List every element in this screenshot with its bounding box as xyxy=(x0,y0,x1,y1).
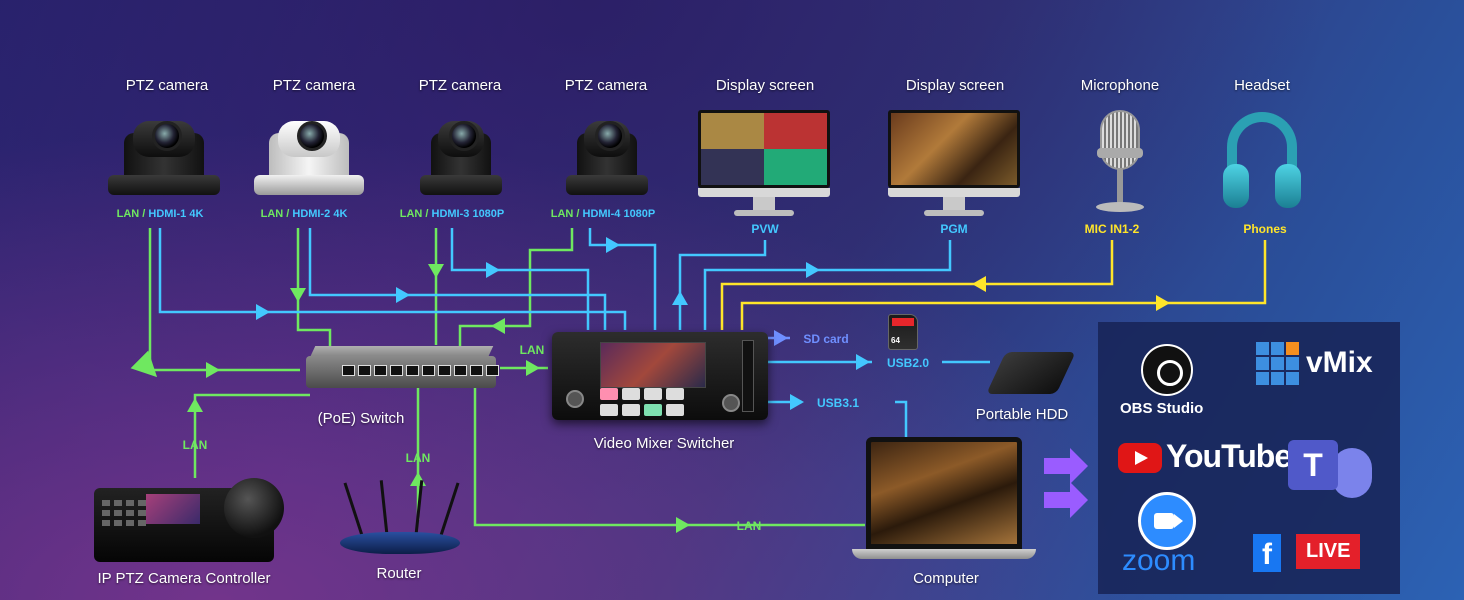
arrow-usb2 xyxy=(856,354,870,370)
zoom-label: zoom xyxy=(1122,544,1196,577)
computer-icon xyxy=(852,437,1036,563)
usb2-label: USB2.0 xyxy=(886,356,930,370)
mic-port-label: MIC IN1-2 xyxy=(1084,222,1140,236)
ptz-camera-4 xyxy=(566,100,648,195)
camera-1-ports: LAN / HDMI-1 4K xyxy=(116,208,204,220)
hdd-title: Portable HDD xyxy=(975,406,1069,423)
pgm-wire xyxy=(703,240,952,330)
streaming-platforms-panel: OBS Studio vMix YouTube T zoom f LIVE xyxy=(1098,322,1400,594)
stream-arrow-1 xyxy=(1044,448,1088,484)
arrow-cam1-switch xyxy=(206,362,220,378)
lan-wire-cam2 xyxy=(296,228,332,350)
headset-icon xyxy=(1223,112,1301,217)
microphone-title: Microphone xyxy=(1080,77,1160,94)
lan-wire-cam4 xyxy=(458,228,574,350)
usb3-wire-computer xyxy=(895,400,908,440)
mixer-title: Video Mixer Switcher xyxy=(593,435,735,452)
camera-4-title: PTZ camera xyxy=(564,77,648,94)
stream-arrow-2 xyxy=(1044,482,1088,518)
youtube-label: YouTube xyxy=(1166,438,1292,474)
hdmi-wire-cam3 xyxy=(450,228,590,330)
lan-wire-computer xyxy=(473,385,865,527)
arrow-hdmi2 xyxy=(396,287,410,303)
arrow-sd xyxy=(774,330,788,346)
lan-wire-cam1 xyxy=(130,228,300,378)
ptz-controller-icon xyxy=(94,478,286,564)
vmix-label: vMix xyxy=(1306,346,1373,379)
facebook-icon: f xyxy=(1253,534,1281,572)
camera-2-ports: LAN / HDMI-2 4K xyxy=(260,208,348,220)
mixer-key-1 xyxy=(600,388,618,400)
pgm-port-label: PGM xyxy=(940,222,968,236)
camera-2-title: PTZ camera xyxy=(272,77,356,94)
router-icon xyxy=(340,480,464,560)
router-title: Router xyxy=(376,565,422,582)
mic-wire xyxy=(720,240,1114,330)
computer-title: Computer xyxy=(913,570,979,587)
hdmi-wire-cam4 xyxy=(588,228,657,330)
camera-4-ports: LAN / HDMI-4 1080P xyxy=(550,208,656,220)
headset-title: Headset xyxy=(1234,77,1290,94)
display-screen-pgm xyxy=(888,110,1020,220)
pvw-port-label: PVW xyxy=(751,222,779,236)
poe-switch-title: (PoE) Switch xyxy=(317,410,405,427)
hdmi-wire-cam2 xyxy=(308,228,607,330)
zoom-icon xyxy=(1138,492,1196,550)
camera-3-title: PTZ camera xyxy=(418,77,502,94)
arrow-cam4-switch xyxy=(491,318,505,334)
sd-card-icon: 64 xyxy=(888,314,918,350)
arrow-mic xyxy=(972,276,986,292)
arrow-hdmi3 xyxy=(486,262,500,278)
lan-wire-controller xyxy=(193,393,310,478)
ptz-camera-2 xyxy=(254,100,364,195)
usb3-label: USB3.1 xyxy=(816,396,860,410)
microphone-icon xyxy=(1090,110,1150,215)
youtube-icon xyxy=(1118,443,1162,473)
sd-card-label: SD card xyxy=(803,332,849,346)
lan-mixer-label: LAN xyxy=(519,343,545,357)
microsoft-teams-icon: T xyxy=(1288,432,1384,502)
obs-studio-label: OBS Studio xyxy=(1120,400,1204,417)
camera-1-title: PTZ camera xyxy=(125,77,209,94)
video-mixer-switcher xyxy=(552,332,768,420)
hdmi-wire-cam1 xyxy=(158,228,627,330)
arrow-controller xyxy=(187,398,203,412)
phones-port-label: Phones xyxy=(1243,222,1287,236)
arrow-pgm xyxy=(806,262,820,278)
arrow-computer xyxy=(676,517,690,533)
arrow-phones xyxy=(1156,295,1170,311)
controller-title: IP PTZ Camera Controller xyxy=(97,570,271,587)
display-pgm-title: Display screen xyxy=(905,77,1005,94)
arrow-switch-mixer xyxy=(526,360,540,376)
facebook-live-badge: LIVE xyxy=(1296,534,1361,569)
camera-3-ports: LAN / HDMI-3 1080P xyxy=(399,208,505,220)
display-pvw-title: Display screen xyxy=(715,77,815,94)
lan-router-label: LAN xyxy=(405,451,431,465)
obs-studio-icon xyxy=(1141,344,1193,396)
arrow-hdmi4 xyxy=(606,237,620,253)
arrow-cam3-switch xyxy=(428,264,444,278)
ptz-camera-3 xyxy=(420,100,502,195)
phones-wire xyxy=(740,240,1267,330)
display-screen-pvw xyxy=(698,110,830,220)
arrow-pvw xyxy=(672,291,688,305)
lan-controller-label: LAN xyxy=(182,438,208,452)
arrow-cam2-switch xyxy=(290,288,306,302)
arrow-hdmi1 xyxy=(256,304,270,320)
lan-computer-label: LAN xyxy=(736,519,762,533)
arrow-usb3 xyxy=(790,394,804,410)
ptz-camera-1 xyxy=(108,100,220,195)
poe-switch xyxy=(306,346,499,392)
vmix-icon xyxy=(1256,342,1299,385)
